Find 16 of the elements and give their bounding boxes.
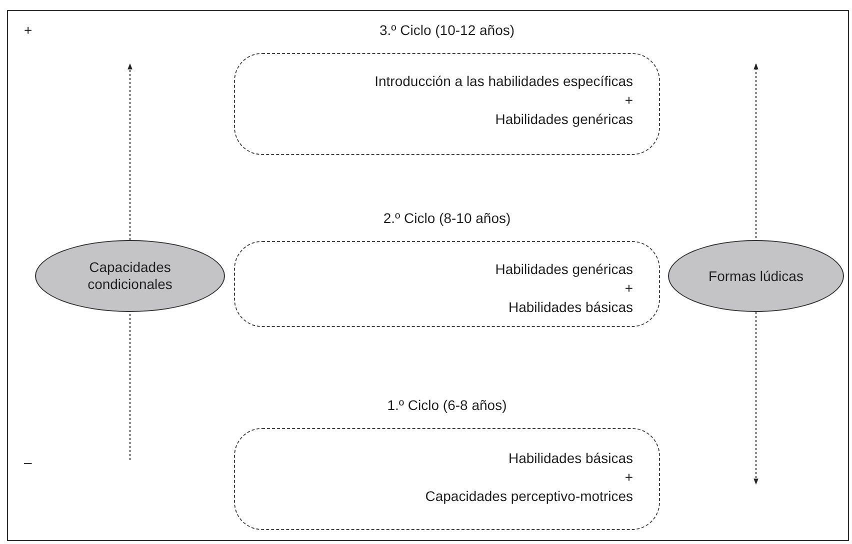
skill-text: + — [624, 91, 633, 110]
skill-text: Introducción a las habilidades específicas — [374, 72, 633, 91]
cycle-heading: 3.º Ciclo (10-12 años) — [378, 21, 516, 40]
skill-text: Habilidades básicas — [508, 449, 633, 468]
skill-text: + — [624, 468, 633, 487]
skill-text: + — [624, 279, 633, 298]
node-text: Formas lúdicas — [708, 268, 804, 284]
skill-text: Habilidades básicas — [508, 298, 633, 317]
cycle-heading: 2.º Ciclo (8-10 años) — [382, 209, 512, 228]
scale-sign: + — [24, 21, 32, 40]
skill-text: Habilidades genéricas — [495, 110, 633, 129]
cycle-heading: 1.º Ciclo (6-8 años) — [386, 396, 508, 415]
scale-sign: – — [24, 453, 32, 472]
skill-text: Habilidades genéricas — [495, 260, 633, 279]
skill-text: Capacidades perceptivo-motrices — [425, 487, 633, 506]
node-text: Capacidades condicionales — [86, 259, 174, 293]
